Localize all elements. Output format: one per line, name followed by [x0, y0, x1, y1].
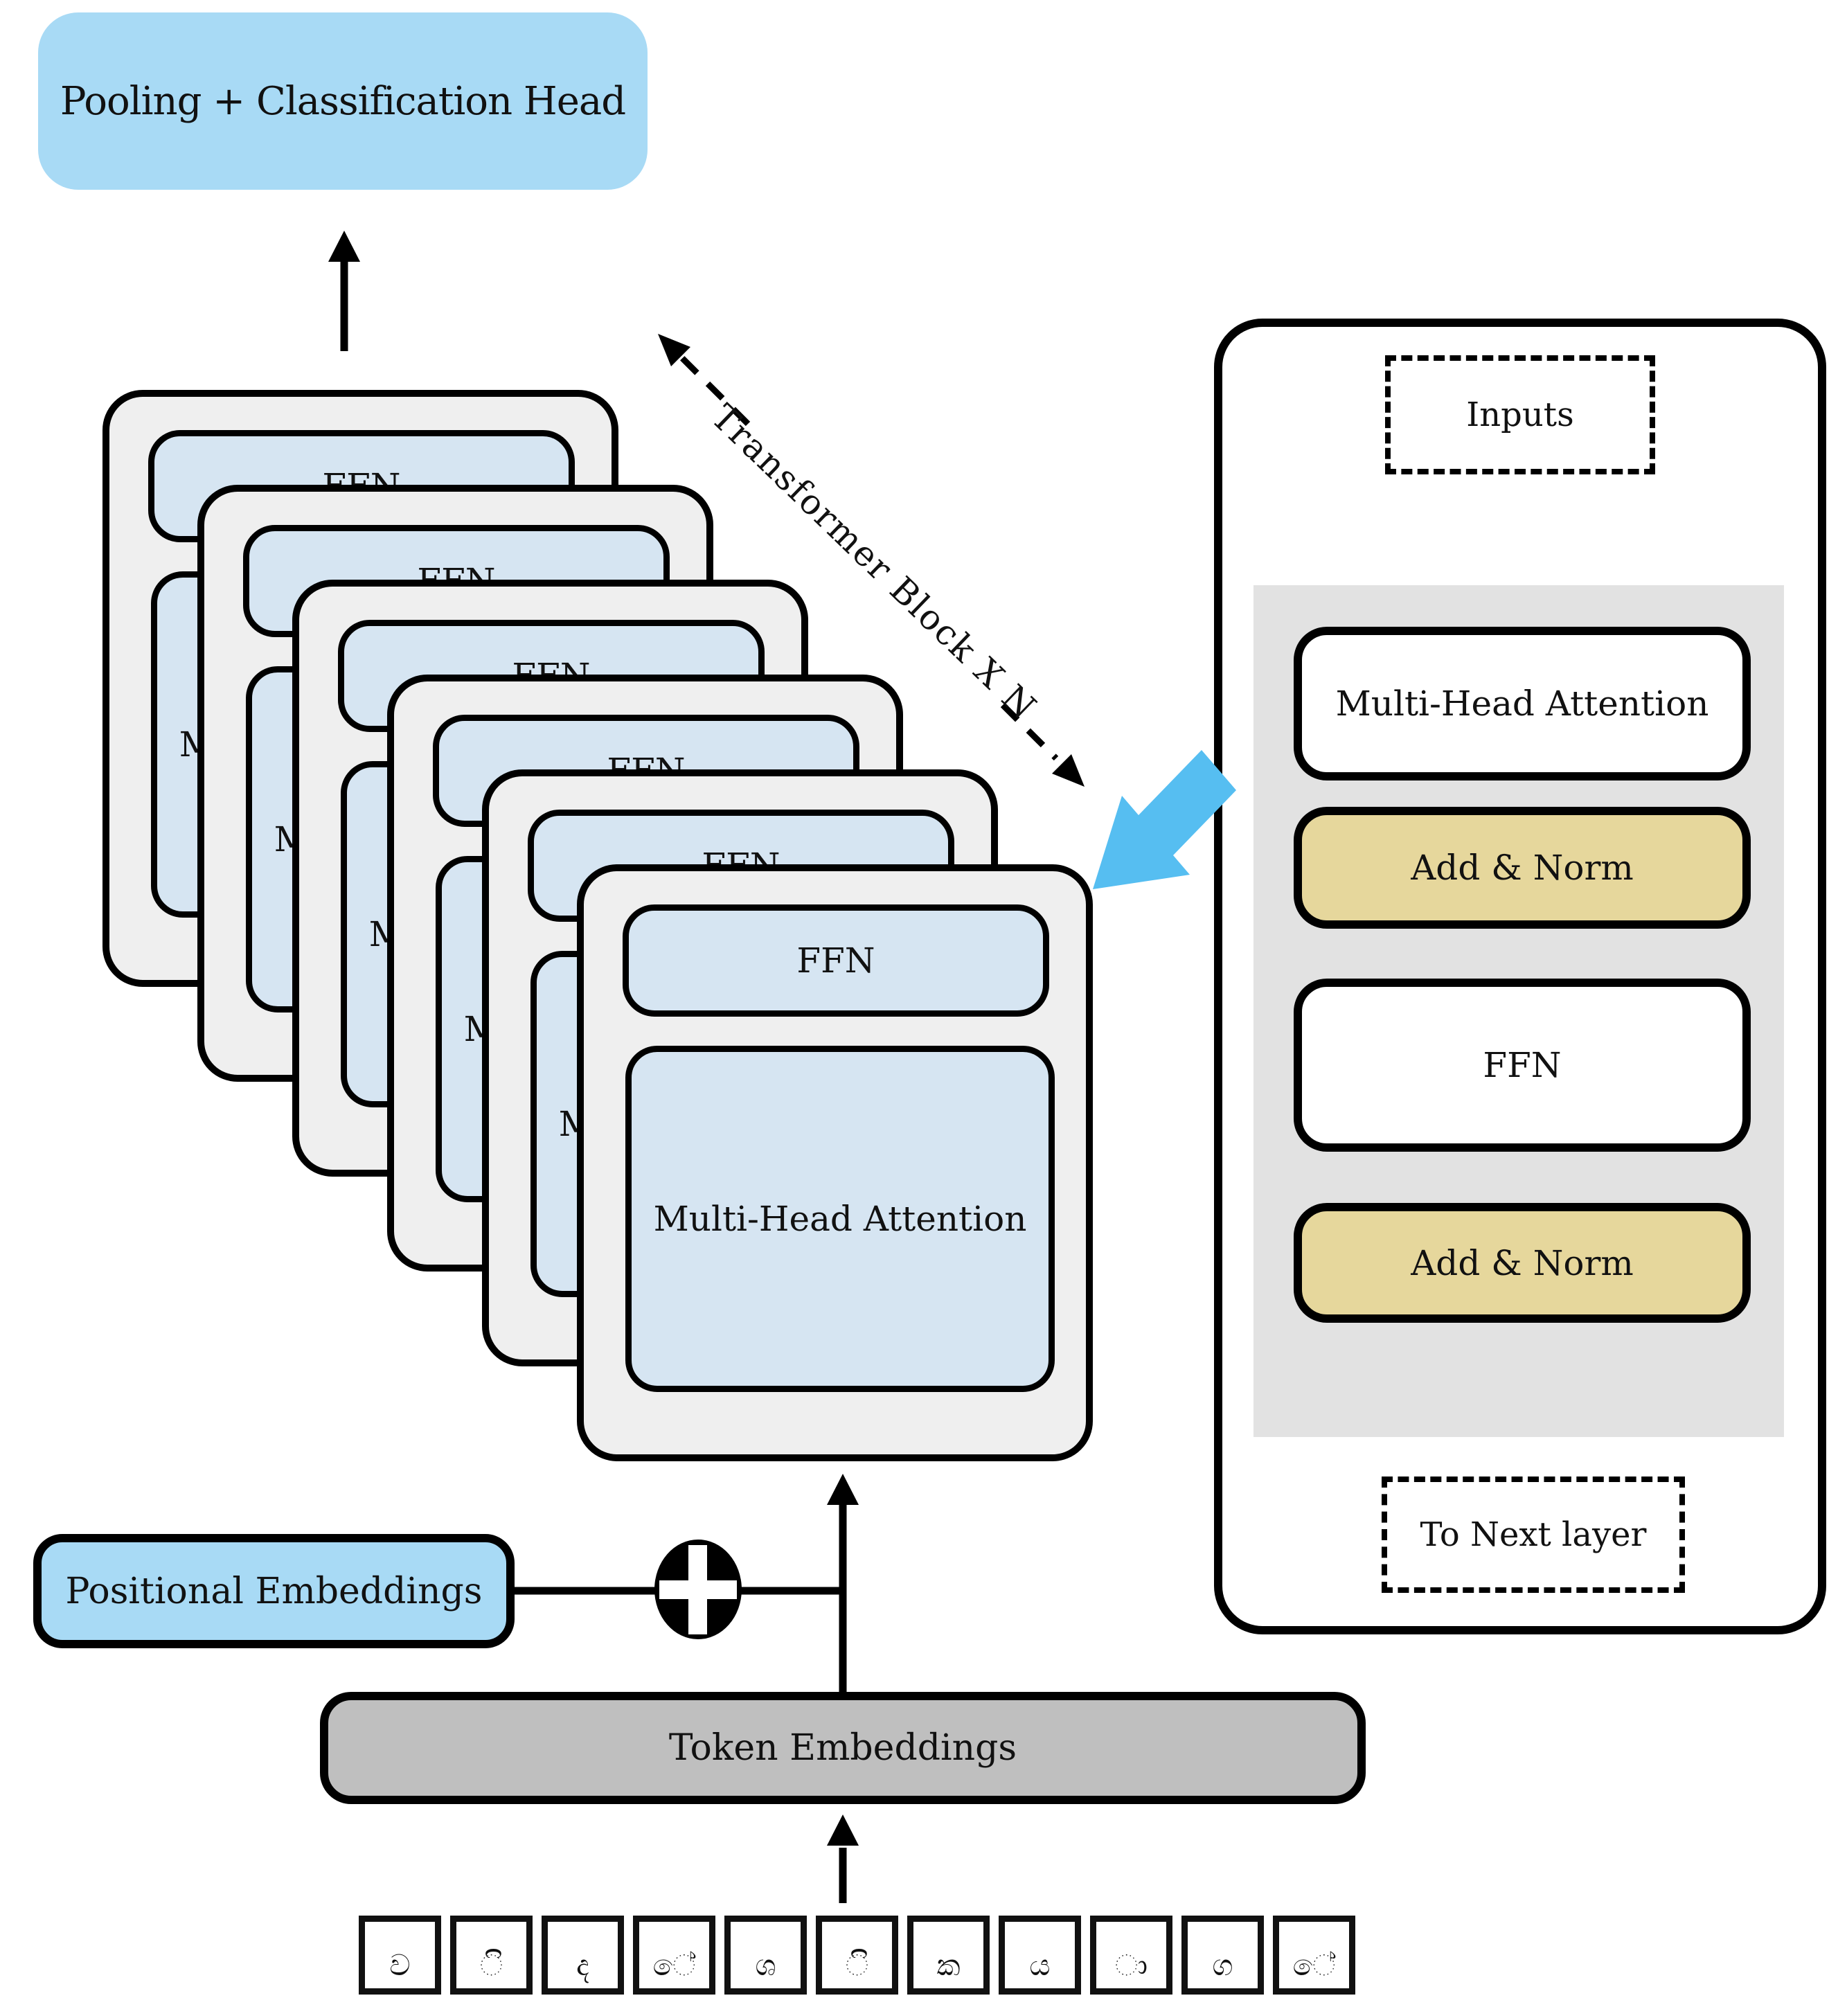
ffn-label: FFN — [796, 940, 875, 981]
token-cell: ග — [1181, 1916, 1264, 1995]
detail-add-norm-2-box: Add & Norm — [1294, 1203, 1751, 1323]
token-char: ව — [389, 1948, 411, 1982]
token-cell: ය — [999, 1916, 1081, 1995]
embedding-sum-lines — [515, 1474, 859, 1692]
token-cell: ි — [450, 1916, 533, 1995]
detail-add-norm-2-label: Add & Norm — [1411, 1242, 1634, 1283]
token-cell: ා — [1090, 1916, 1172, 1995]
token-char: ද — [576, 1948, 589, 1982]
detail-ffn-box: FFN — [1294, 979, 1751, 1152]
token-cell: ි — [816, 1916, 898, 1995]
inputs-label: Inputs — [1466, 395, 1574, 434]
token-cell: ේ — [633, 1916, 715, 1995]
mha-label: Multi-Head Attention — [653, 1199, 1027, 1239]
detail-add-norm-1-label: Add & Norm — [1411, 848, 1634, 888]
detail-ffn-label: FFN — [1483, 1045, 1562, 1085]
detail-mha-box: Multi-Head Attention — [1294, 627, 1751, 780]
token-embeddings-box: Token Embeddings — [320, 1692, 1366, 1804]
token-char: ි — [845, 1948, 869, 1982]
token-char: ක — [936, 1948, 961, 1982]
token-embeddings-label: Token Embeddings — [668, 1727, 1017, 1769]
tokens-to-embeddings-arrow — [827, 1814, 859, 1903]
token-char: ා — [1114, 1948, 1148, 1982]
positional-embeddings-box: Positional Embeddings — [33, 1534, 515, 1648]
mha-box: Multi-Head Attention — [625, 1046, 1055, 1392]
token-cell: ද — [542, 1916, 624, 1995]
token-cell: ශ — [724, 1916, 807, 1995]
detail-mha-label: Multi-Head Attention — [1335, 684, 1709, 724]
token-cell: ේ — [1273, 1916, 1355, 1995]
pooling-head-label: Pooling + Classification Head — [60, 78, 626, 124]
add-plus-icon — [654, 1540, 742, 1639]
positional-embeddings-label: Positional Embeddings — [65, 1570, 483, 1612]
token-char: ේ — [652, 1948, 696, 1982]
token-cell: ක — [907, 1916, 990, 1995]
pooling-classification-head: Pooling + Classification Head — [38, 12, 648, 190]
token-cell: ව — [359, 1916, 441, 1995]
to-next-layer-label: To Next layer — [1420, 1515, 1647, 1554]
stack-to-pooling-arrow — [328, 231, 360, 351]
token-char: ග — [1212, 1948, 1233, 1982]
token-char: ය — [1029, 1948, 1051, 1982]
token-char: ශ — [755, 1948, 776, 1982]
inputs-box: Inputs — [1385, 355, 1655, 474]
to-next-layer-box: To Next layer — [1382, 1477, 1685, 1593]
transformer-block-1-front: FFN Multi-Head Attention — [577, 864, 1093, 1461]
detail-add-norm-1-box: Add & Norm — [1294, 807, 1751, 929]
token-char: ි — [479, 1948, 503, 1982]
ffn-box: FFN — [623, 904, 1049, 1017]
token-char: ේ — [1292, 1948, 1336, 1982]
